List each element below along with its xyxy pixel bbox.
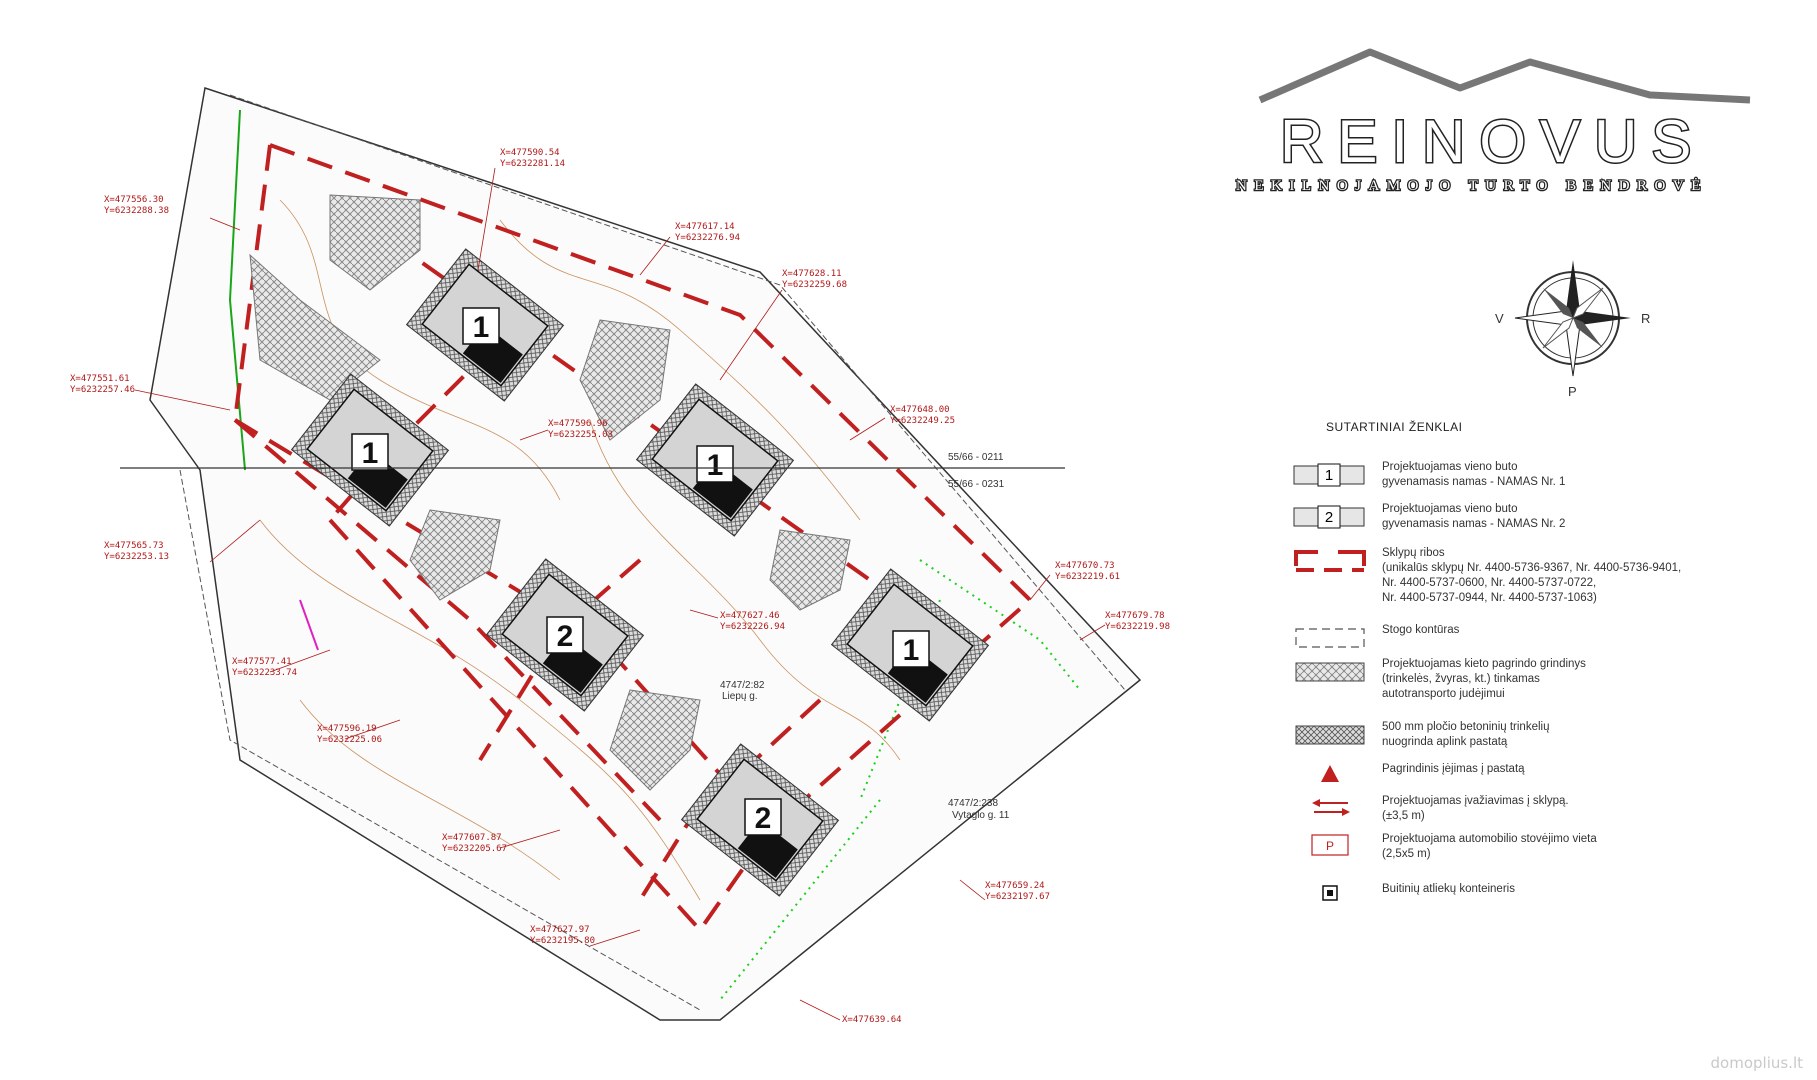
svg-text:X=477556.30: X=477556.30 [104,195,164,205]
svg-text:2: 2 [1325,509,1333,526]
legend-text: Projektuojama automobilio stovėjimo viet… [1382,833,1597,860]
svg-text:Y=6232226.94: Y=6232226.94 [720,622,785,632]
svg-text:Y=6232249.25: Y=6232249.25 [890,416,955,426]
svg-text:Y=6232281.14: Y=6232281.14 [500,159,565,169]
compass-rose-icon: V R P [1495,260,1650,399]
house-number: 2 [755,802,772,835]
plot-street: Vytaglo g. 11 [952,810,1010,821]
svg-text:X=477659.24: X=477659.24 [985,881,1045,891]
svg-text:X=477670.73: X=477670.73 [1055,561,1115,571]
svg-text:X=477577.41: X=477577.41 [232,657,292,667]
svg-text:X=477596.96: X=477596.96 [548,419,608,429]
svg-text:Y=6232195.80: Y=6232195.80 [530,936,595,946]
legend-title: SUTARTINIAI ŽENKLAI [1326,420,1463,434]
brand-name: REINOVUS [1280,108,1705,175]
driveway-arrows-icon [1312,799,1350,816]
svg-text:Y=6232205.67: Y=6232205.67 [442,844,507,854]
parcel-label-lower: 55/66 - 0231 [948,479,1005,490]
svg-text:X=477590.54: X=477590.54 [500,148,560,158]
brand-tagline: NEKILNOJAMOJO TURTO BENDROVĖ [1236,178,1708,194]
svg-text:Y=6232225.06: Y=6232225.06 [317,735,382,745]
svg-text:X=477648.00: X=477648.00 [890,405,950,415]
house-number: 1 [707,449,724,482]
svg-text:Y=6232255.03: Y=6232255.03 [548,430,613,440]
site-boundary [149,87,1142,1021]
svg-text:Y=6232219.98: Y=6232219.98 [1105,622,1170,632]
legend-text: Projektuojamas kieto pagrindo grindinys … [1382,658,1586,700]
house-number: 1 [903,634,920,667]
svg-text:P: P [1326,839,1334,853]
svg-text:X=477627.46: X=477627.46 [720,611,780,621]
svg-text:Y=6232197.67: Y=6232197.67 [985,892,1050,902]
parcel-boundary-symbol-icon [1294,550,1366,572]
plot-label: 4747/2:82 [720,680,765,691]
svg-text:X=477565.73: X=477565.73 [104,541,164,551]
waste-container-icon [1322,885,1338,901]
svg-text:Y=6232257.46: Y=6232257.46 [70,385,135,395]
plot-street: Liepų g. [722,691,758,702]
roof-outline-symbol-icon [1295,628,1365,648]
legend-text: 500 mm pločio betoninių trinkelių nuogri… [1382,721,1550,748]
svg-text:Y=6232259.68: Y=6232259.68 [782,280,847,290]
legend-text: Sklypų ribos (unikalūs sklypų Nr. 4400-5… [1382,547,1682,604]
svg-text:X=477639.64: X=477639.64 [842,1015,902,1025]
svg-text:X=477627.97: X=477627.97 [530,925,590,935]
legend-text: Projektuojamas vieno buto gyvenamasis na… [1382,461,1566,488]
compass-east: R [1641,311,1650,326]
house-number: 2 [557,620,574,653]
legend-text: Projektuojamas įvažiavimas į sklypą. (±3… [1382,795,1569,822]
plot-label: 4747/2:238 [948,798,998,809]
coordinate-labels: X=477590.54 Y=6232281.14 X=477556.30 Y=6… [70,148,1170,1025]
house-number-labels: 1 1 1 1 2 2 [351,307,930,836]
house-number: 1 [473,311,490,344]
terrain-contours [259,199,901,901]
svg-text:1: 1 [1325,467,1333,484]
legend-text: Buitinių atliekų konteineris [1382,883,1515,895]
svg-text:Y=6232233.74: Y=6232233.74 [232,668,297,678]
svg-text:Y=6232253.13: Y=6232253.13 [104,552,169,562]
brand-logo: REINOVUS NEKILNOJAMOJO TURTO BENDROVĖ [1230,40,1790,215]
legend-text: Projektuojamas vieno buto gyvenamasis na… [1382,503,1566,530]
entrance-triangle-icon [1321,765,1339,782]
parcel-label-upper: 55/66 - 0211 [948,452,1004,463]
svg-text:X=477607.87: X=477607.87 [442,833,502,843]
svg-text:Y=6232219.61: Y=6232219.61 [1055,572,1120,582]
watermark: domoplius.lt [1710,1054,1803,1072]
compass-south: P [1568,384,1577,399]
compass-west: V [1495,311,1504,326]
svg-text:X=477551.61: X=477551.61 [70,374,130,384]
svg-text:Y=6232288.38: Y=6232288.38 [104,206,169,216]
legend-text: Stogo kontūras [1382,624,1460,636]
svg-text:X=477628.11: X=477628.11 [782,269,842,279]
cadastral-divider: 55/66 - 0211 55/66 - 0231 4747/2:238 Vyt… [120,452,1065,821]
house-number: 1 [362,437,379,470]
paved-areas [249,194,851,791]
svg-text:X=477679.78: X=477679.78 [1105,611,1165,621]
apron-symbol-icon [1295,725,1365,745]
house-2-symbol-icon: 2 [1293,505,1365,529]
svg-text:X=477596.19: X=477596.19 [317,724,377,734]
svg-text:Y=6232276.94: Y=6232276.94 [675,233,740,243]
house-1-symbol-icon: 1 [1293,463,1365,487]
parking-symbol-icon: P [1311,834,1349,856]
legend-text: Pagrindinis įėjimas į pastatą [1382,763,1525,775]
svg-text:X=477617.14: X=477617.14 [675,222,735,232]
paving-symbol-icon [1295,662,1365,682]
